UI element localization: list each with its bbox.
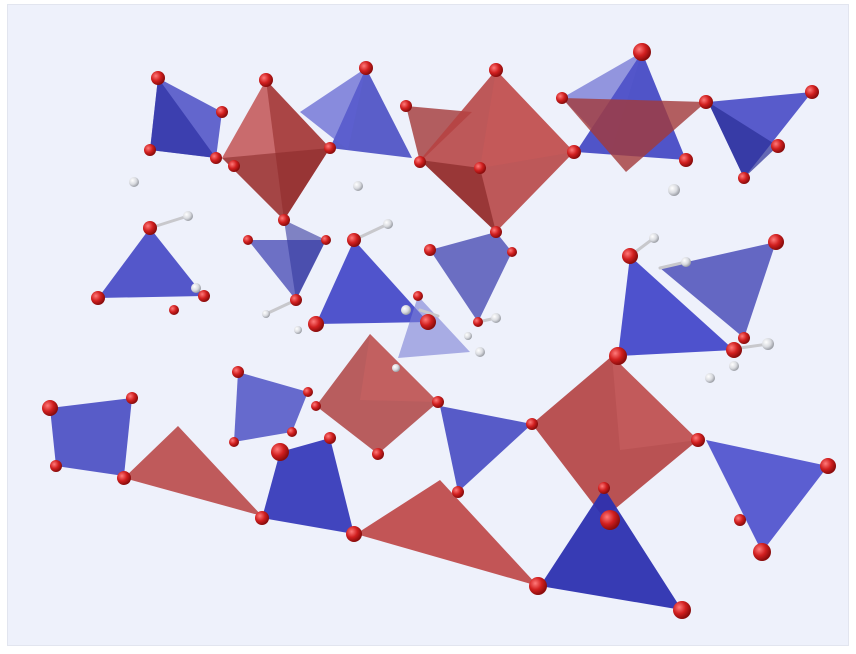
tetrahedron <box>234 372 308 442</box>
octahedron <box>532 356 698 518</box>
octahedron-face <box>420 160 496 232</box>
tetrahedron <box>98 228 204 298</box>
tetrahedron-face <box>300 68 366 150</box>
tetrahedron <box>440 406 532 492</box>
octahedron-face <box>612 356 698 450</box>
tetrahedron <box>316 240 428 324</box>
hydrogen-atoms <box>129 177 774 383</box>
octahedron-face <box>222 148 330 220</box>
tetrahedron-face <box>284 220 326 300</box>
tetrahedron <box>706 440 828 552</box>
octahedron-face <box>562 98 706 172</box>
tetrahedron-face <box>708 102 778 178</box>
octahedron-face <box>356 480 538 586</box>
tetrahedron <box>430 232 512 322</box>
upper-layer <box>150 52 812 232</box>
tetrahedron <box>50 398 132 476</box>
middle-layer <box>98 220 776 358</box>
tetrahedron <box>540 488 682 610</box>
tetrahedron-face <box>150 78 216 158</box>
lower-layer <box>50 334 828 610</box>
tetrahedron <box>262 438 354 534</box>
oxygen-atoms <box>42 43 836 619</box>
tetrahedron <box>618 256 734 356</box>
octahedron-face <box>124 426 262 516</box>
octahedron-face <box>480 70 574 168</box>
